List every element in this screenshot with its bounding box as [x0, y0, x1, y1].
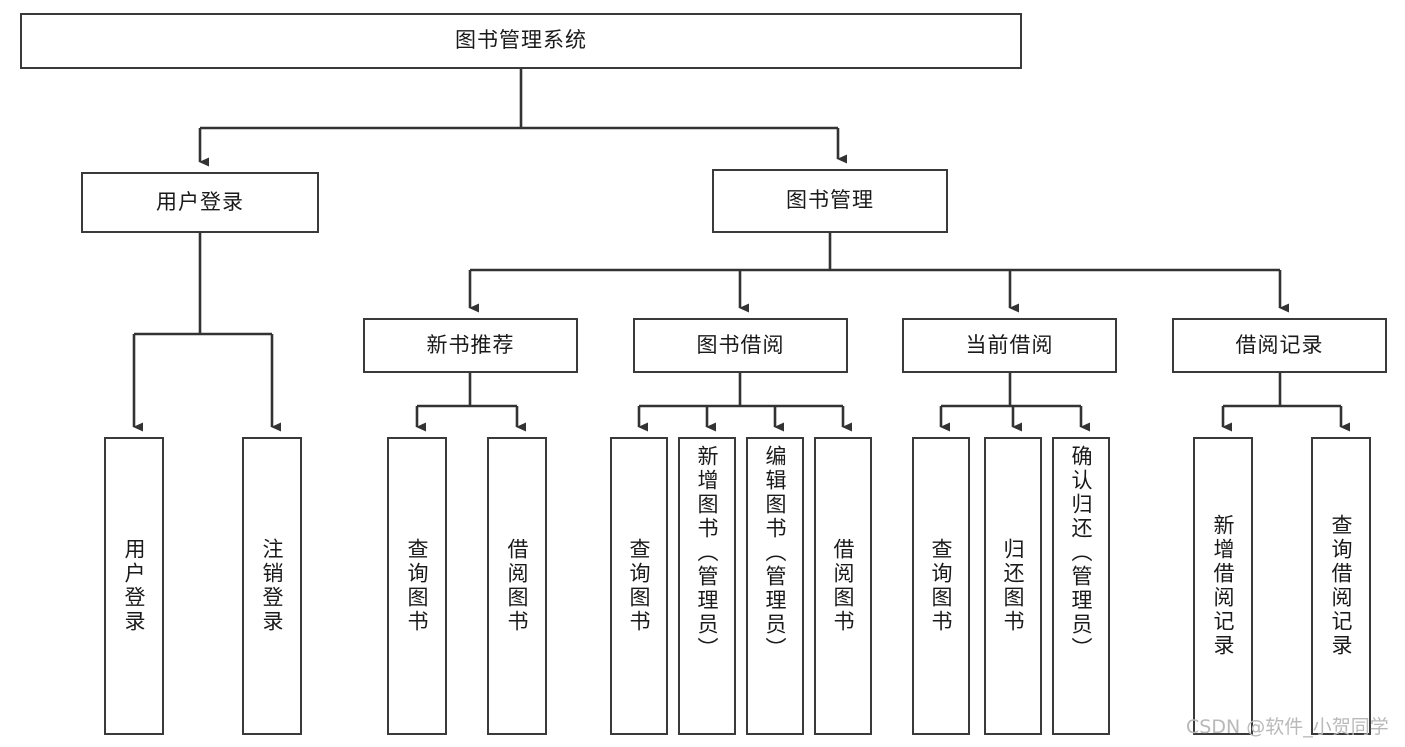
node-root[interactable]: 图书管理系统: [20, 13, 1022, 69]
leaf-borrow-book-label: 借阅图书: [831, 538, 855, 634]
leaf-query-book-rec[interactable]: 查询图书: [387, 437, 447, 735]
leaf-confirm-return-admin[interactable]: 确认归还（管理员）: [1052, 437, 1110, 735]
leaf-query-book-current-label: 查询图书: [929, 538, 953, 634]
leaf-borrow-book[interactable]: 借阅图书: [814, 437, 872, 735]
leaf-query-book-borrow[interactable]: 查询图书: [610, 437, 668, 735]
leaf-borrow-book-rec[interactable]: 借阅图书: [487, 437, 547, 735]
node-book-management[interactable]: 图书管理: [712, 169, 948, 233]
leaf-add-book-admin[interactable]: 新增图书（管理员）: [678, 437, 736, 735]
leaf-query-book-borrow-label: 查询图书: [627, 538, 651, 634]
node-user-login[interactable]: 用户登录: [81, 172, 319, 233]
node-current-borrow[interactable]: 当前借阅: [902, 318, 1117, 373]
leaf-user-login-label: 用户登录: [122, 538, 146, 634]
node-new-book-recommend[interactable]: 新书推荐: [363, 318, 578, 373]
leaf-add-borrow-record-label: 新增借阅记录: [1211, 514, 1235, 658]
leaf-query-borrow-record[interactable]: 查询借阅记录: [1311, 437, 1371, 735]
leaf-edit-book-admin-label: 编辑图书（管理员）: [763, 445, 787, 661]
node-book-borrow[interactable]: 图书借阅: [633, 318, 848, 373]
node-user-login-label: 用户登录: [156, 189, 244, 214]
node-book-management-label: 图书管理: [786, 188, 874, 213]
leaf-edit-book-admin[interactable]: 编辑图书（管理员）: [746, 437, 804, 735]
leaf-query-book-current[interactable]: 查询图书: [912, 437, 970, 735]
leaf-add-borrow-record[interactable]: 新增借阅记录: [1193, 437, 1253, 735]
leaf-logout[interactable]: 注销登录: [242, 437, 302, 735]
leaf-query-book-rec-label: 查询图书: [405, 538, 429, 634]
csdn-watermark: CSDN @软件_小贺同学: [1186, 716, 1389, 738]
node-current-borrow-label: 当前借阅: [965, 332, 1054, 357]
leaf-logout-label: 注销登录: [260, 538, 284, 634]
node-borrow-record-label: 借阅记录: [1235, 332, 1324, 357]
leaf-return-book-label: 归还图书: [1001, 538, 1025, 634]
leaf-add-book-admin-label: 新增图书（管理员）: [695, 445, 719, 661]
leaf-return-book[interactable]: 归还图书: [984, 437, 1042, 735]
node-borrow-record[interactable]: 借阅记录: [1172, 318, 1387, 373]
leaf-query-borrow-record-label: 查询借阅记录: [1329, 514, 1353, 658]
node-book-borrow-label: 图书借阅: [696, 332, 785, 357]
node-root-label: 图书管理系统: [455, 28, 587, 53]
leaf-user-login[interactable]: 用户登录: [104, 437, 164, 735]
node-new-book-recommend-label: 新书推荐: [426, 332, 515, 357]
leaf-confirm-return-admin-label: 确认归还（管理员）: [1069, 445, 1093, 661]
leaf-borrow-book-rec-label: 借阅图书: [505, 538, 529, 634]
